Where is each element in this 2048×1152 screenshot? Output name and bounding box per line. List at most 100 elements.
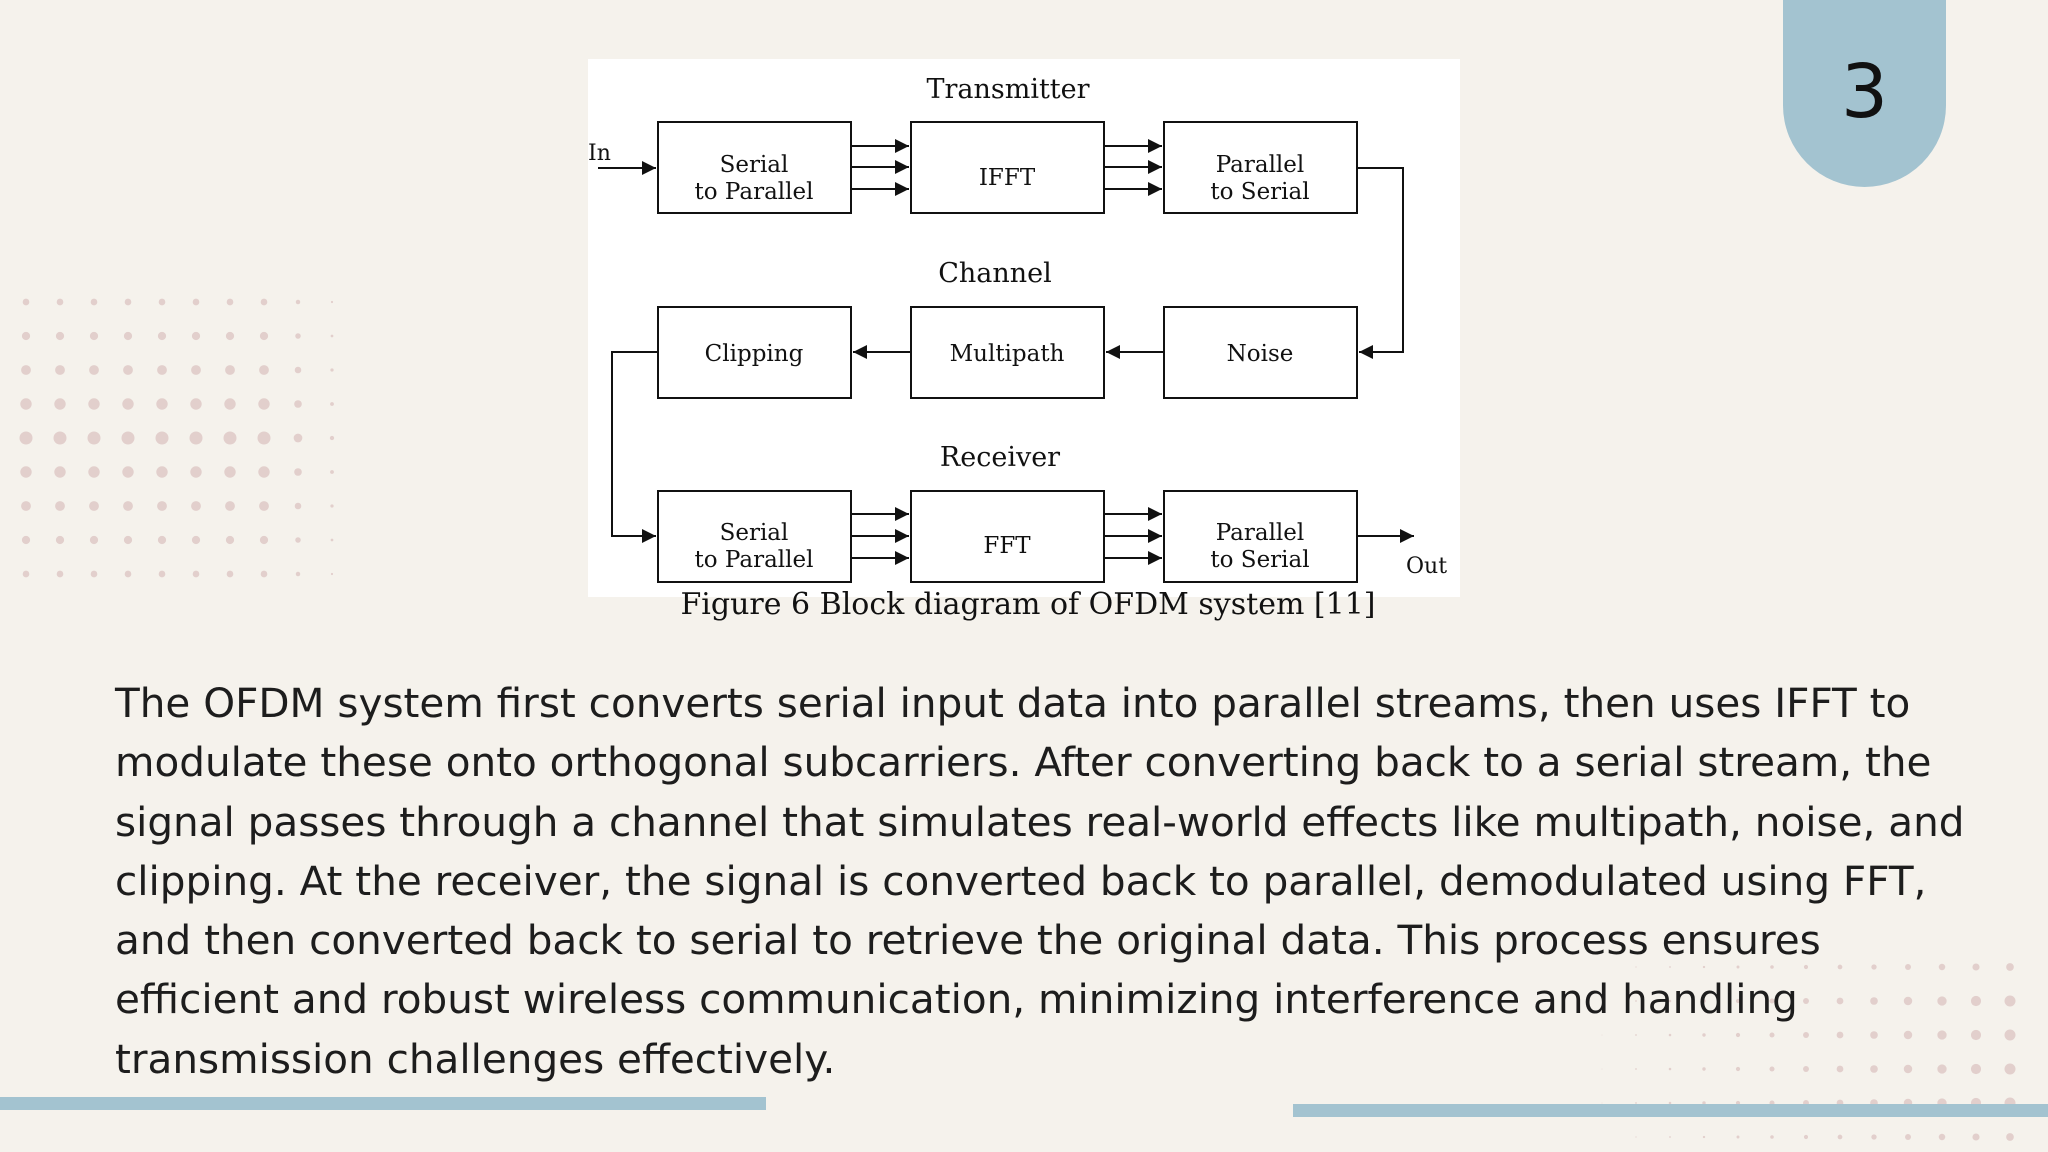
decorative-dot bbox=[21, 501, 31, 511]
decorative-dot bbox=[1702, 965, 1706, 969]
decorative-dot bbox=[1837, 964, 1843, 970]
decorative-dot bbox=[330, 572, 334, 576]
decorative-dot bbox=[294, 468, 302, 476]
block-label: Noise bbox=[1227, 341, 1294, 367]
decorative-dot bbox=[1938, 963, 1946, 971]
decorative-dot bbox=[1702, 999, 1706, 1003]
decorative-dot bbox=[1635, 1102, 1637, 1104]
decorative-dot bbox=[190, 466, 202, 478]
decorative-dot bbox=[1635, 966, 1637, 968]
decorative-dot bbox=[1601, 1000, 1603, 1002]
block-serial-to-parallel-rx: Serial to Parallel bbox=[657, 490, 852, 583]
decorative-dot bbox=[21, 365, 31, 375]
decorative-dot bbox=[1736, 1135, 1740, 1139]
decorative-dot bbox=[1635, 1068, 1637, 1070]
decorative-dot bbox=[155, 431, 169, 445]
page-number: 3 bbox=[1840, 49, 1889, 135]
decorative-dot bbox=[294, 502, 302, 510]
block-parallel-to-serial-tx: Parallel to Serial bbox=[1163, 121, 1358, 214]
decorative-dot bbox=[123, 535, 133, 545]
decorative-dot bbox=[330, 300, 334, 304]
decorative-dot bbox=[2004, 1063, 2016, 1075]
block-fft: FFT bbox=[910, 490, 1105, 583]
decorative-dot bbox=[123, 365, 133, 375]
decorative-dot bbox=[1903, 1030, 1913, 1040]
decorative-dot bbox=[294, 366, 302, 374]
decorative-dot bbox=[259, 501, 269, 511]
block-label: to Parallel bbox=[695, 179, 814, 205]
tx-to-channel-connector bbox=[1357, 167, 1404, 359]
decorative-dot bbox=[1669, 966, 1671, 968]
decorative-dot bbox=[1736, 965, 1740, 969]
decorative-dot bbox=[55, 331, 65, 341]
decorative-dot bbox=[19, 431, 33, 445]
output-label: Out bbox=[1406, 554, 1447, 579]
decorative-dot bbox=[258, 398, 270, 410]
decorative-dot bbox=[330, 334, 334, 338]
decorative-dot-pattern-left bbox=[19, 298, 335, 578]
decorative-dot bbox=[156, 398, 168, 410]
decorative-dot bbox=[1972, 1133, 1980, 1141]
decorative-dot bbox=[1668, 1033, 1672, 1037]
decorative-dot bbox=[1903, 1064, 1913, 1074]
decorative-dot bbox=[1870, 1065, 1878, 1073]
decorative-dot bbox=[1803, 1134, 1809, 1140]
decorative-dot bbox=[258, 466, 270, 478]
block-label: Serial bbox=[720, 152, 789, 178]
body-paragraph: The OFDM system first converts serial in… bbox=[115, 679, 1965, 1083]
decorative-dot bbox=[1770, 965, 1774, 969]
decorative-dot bbox=[1803, 1032, 1809, 1038]
decorative-dot bbox=[20, 466, 32, 478]
decorative-dot bbox=[1836, 1031, 1844, 1039]
decorative-dot bbox=[87, 431, 101, 445]
decorative-dot bbox=[329, 435, 335, 441]
decorative-dot bbox=[1803, 998, 1809, 1004]
block-label: FFT bbox=[983, 533, 1031, 559]
decorative-dot bbox=[225, 535, 235, 545]
decorative-dot bbox=[1803, 1066, 1809, 1072]
decorative-dot bbox=[260, 298, 268, 306]
decorative-dot bbox=[88, 466, 100, 478]
decorative-dot bbox=[192, 298, 200, 306]
decorative-dot bbox=[1702, 1101, 1706, 1105]
decorative-dot bbox=[1601, 1034, 1603, 1036]
decorative-dot bbox=[1937, 996, 1947, 1006]
block-label: to Serial bbox=[1210, 547, 1309, 573]
decorative-dot bbox=[1972, 963, 1980, 971]
decorative-dot bbox=[124, 570, 132, 578]
decorative-dot bbox=[330, 402, 334, 406]
decorative-dot bbox=[56, 298, 64, 306]
block-clipping: Clipping bbox=[657, 306, 852, 399]
decorative-dot bbox=[191, 535, 201, 545]
section-title-transmitter: Transmitter bbox=[926, 74, 1089, 105]
decorative-dot bbox=[1871, 964, 1877, 970]
decorative-dot bbox=[257, 431, 271, 445]
decorative-dot bbox=[1905, 964, 1911, 970]
input-label: In bbox=[588, 141, 611, 166]
decorative-dot bbox=[55, 535, 65, 545]
decorative-dot bbox=[1702, 1135, 1706, 1139]
decorative-dot bbox=[158, 570, 166, 578]
block-label: Multipath bbox=[950, 341, 1065, 367]
decorative-dot bbox=[259, 535, 269, 545]
block-label: Clipping bbox=[705, 341, 804, 367]
decorative-dot bbox=[295, 571, 301, 577]
block-label: Parallel bbox=[1216, 520, 1305, 546]
decorative-dot bbox=[157, 535, 167, 545]
decorative-dot bbox=[192, 570, 200, 578]
decorative-dot bbox=[1702, 1033, 1706, 1037]
decorative-dot bbox=[191, 365, 201, 375]
decorative-dot bbox=[157, 331, 167, 341]
decorative-dot bbox=[295, 333, 301, 339]
decorative-dot bbox=[21, 331, 31, 341]
decorative-dot bbox=[56, 570, 64, 578]
decorative-dot bbox=[330, 504, 334, 508]
decorative-dot bbox=[22, 570, 30, 578]
decorative-dot bbox=[189, 431, 203, 445]
decorative-dot bbox=[54, 398, 66, 410]
decorative-dot bbox=[295, 537, 301, 543]
block-label: IFFT bbox=[979, 165, 1036, 191]
decorative-dot bbox=[1769, 1066, 1775, 1072]
decorative-dot bbox=[90, 570, 98, 578]
decorative-dot bbox=[260, 570, 268, 578]
